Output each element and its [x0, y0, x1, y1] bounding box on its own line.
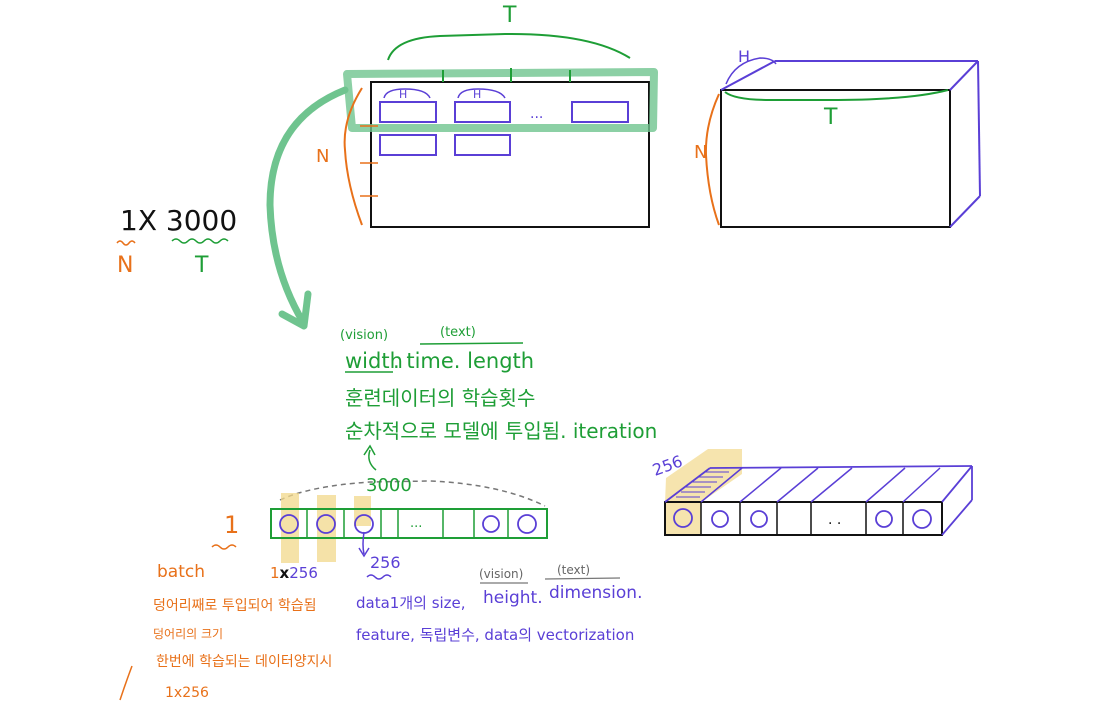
text-tag: (text)	[440, 325, 476, 340]
dashed-span	[279, 480, 546, 507]
feature-note: (vision) (text) data1개의 size, height. di…	[356, 563, 642, 644]
text-tag: (text)	[557, 563, 590, 577]
h-label-2: H	[473, 88, 481, 101]
n-brace	[343, 87, 363, 226]
row-label: 1	[224, 511, 239, 539]
highlight	[317, 495, 336, 562]
bottom-right-tensor: . . 256	[650, 449, 973, 536]
cell-circle	[711, 510, 729, 528]
highlight	[665, 502, 701, 535]
arrow-head	[278, 290, 312, 330]
block	[454, 101, 511, 123]
top-right-tensor: H T N	[694, 47, 981, 228]
vision-tag: (vision)	[479, 567, 523, 581]
n-brace	[704, 93, 720, 226]
feature-line-1: data1개의 size,	[356, 594, 466, 612]
n-label: N	[694, 142, 707, 163]
batch-line-3: 한번에 학습되는 데이터양지시	[156, 654, 332, 670]
cell-circle	[673, 508, 693, 528]
h-label: H	[738, 47, 750, 66]
t-brace	[387, 32, 631, 61]
batch-line-2: 덩어리의 크기	[153, 627, 223, 641]
t-label: T	[502, 3, 517, 28]
width-note: (vision) (text) width . time. length 훈련데…	[340, 325, 657, 471]
block-dots: ...	[530, 106, 543, 122]
feature-size-label: 256	[370, 553, 401, 572]
shape-annotation: 1X 3000 N T	[116, 204, 237, 278]
row-outline	[270, 508, 548, 539]
dimension-word: dimension.	[549, 583, 642, 603]
highlight	[354, 496, 371, 526]
arrow-curve	[266, 86, 349, 326]
cell-circle	[912, 509, 932, 529]
front-face	[720, 89, 951, 228]
shape-n-label: N	[117, 253, 133, 278]
block	[454, 134, 511, 156]
row-highlight	[343, 68, 658, 132]
front-row	[664, 501, 943, 536]
block	[379, 134, 437, 156]
count-label: 3000	[366, 475, 412, 496]
feature-line-2: feature, 독립변수, data의 vectorization	[356, 626, 634, 644]
batch-size-label: 1x256	[270, 564, 318, 582]
t-label: T	[823, 105, 838, 130]
sequence-row: 3000 ... 1 1x256 256	[211, 475, 548, 582]
highlight	[281, 493, 299, 563]
note-line-2: 훈련데이터의 학습횟수	[345, 386, 535, 410]
height-word: height.	[483, 588, 543, 608]
n-label: N	[316, 146, 329, 167]
vision-tag: (vision)	[340, 328, 388, 343]
top-left-matrix: T H H ... N	[316, 3, 658, 228]
time-length: . time. length	[393, 349, 534, 373]
cell-circle	[482, 515, 500, 533]
note-line-3: 순차적으로 모델에 투입됨. iteration	[345, 419, 657, 443]
t-brace	[724, 89, 949, 101]
green-arrow	[266, 86, 349, 330]
block	[571, 101, 629, 123]
cell-circle	[750, 510, 768, 528]
h-label-1: H	[399, 88, 407, 101]
cell-circle	[279, 514, 299, 534]
cell-circle	[316, 514, 336, 534]
batch-note: batch 덩어리째로 투입되어 학습됨 덩어리의 크기 한번에 학습되는 데이…	[119, 562, 332, 701]
batch-title: batch	[157, 562, 205, 582]
cell-circle	[875, 510, 893, 528]
hatch	[676, 471, 729, 498]
highlight	[665, 449, 742, 503]
row-dots: ...	[410, 516, 422, 531]
block	[379, 101, 437, 123]
cell-circle	[517, 514, 537, 534]
shape-text: 1X 3000	[120, 204, 237, 237]
shape-t-label: T	[194, 253, 209, 278]
width-word: width	[345, 349, 403, 373]
batch-line-4: 1x256	[165, 685, 209, 701]
batch-line-1: 덩어리째로 투입되어 학습됨	[153, 598, 316, 614]
tensor-dots: . .	[828, 512, 841, 528]
